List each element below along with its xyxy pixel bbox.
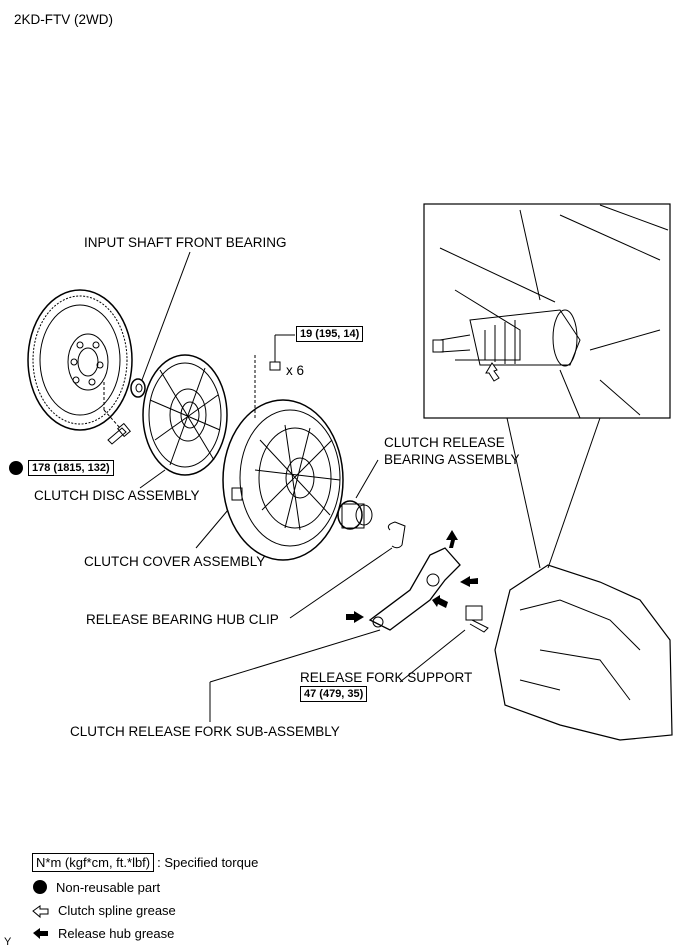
legend-torque-box: N*m (kgf*cm, ft.*lbf) <box>32 853 155 872</box>
legend-spline-grease-text: Clutch spline grease <box>58 903 176 918</box>
torque-flywheel-bolts: 178 (1815, 132) <box>28 460 114 476</box>
legend-hub-grease: Release hub grease <box>58 926 174 941</box>
cover-bolt <box>269 356 281 371</box>
legend-non-reusable-text: Non-reusable part <box>56 880 161 895</box>
clutch-cover <box>222 399 344 561</box>
label-clutch-cover-assembly: CLUTCH COVER ASSEMBLY <box>84 554 266 569</box>
label-clutch-disc-assembly: CLUTCH DISC ASSEMBLY <box>34 488 200 503</box>
clutch-disc <box>142 354 228 476</box>
legend-hub-grease-text: Release hub grease <box>58 926 175 941</box>
input-shaft-front-bearing <box>130 378 146 398</box>
label-clutch-release-bearing-1: CLUTCH RELEASE <box>384 435 505 450</box>
release-fork <box>368 547 461 631</box>
hub-grease-arrow-4 <box>346 611 364 623</box>
hub-grease-arrow-2 <box>460 576 478 587</box>
legend-spline-grease: Clutch spline grease <box>58 903 176 918</box>
label-clutch-release-bearing-2: BEARING ASSEMBLY <box>384 452 520 467</box>
flywheel <box>27 289 133 431</box>
flywheel-bolt <box>107 422 131 445</box>
legend-hub-arrow <box>33 928 48 939</box>
release-bearing <box>337 500 373 530</box>
legend-spline-arrow <box>32 905 49 919</box>
hub-grease-arrow-3 <box>432 595 448 608</box>
legend-non-reusable: Non-reusable part <box>56 880 160 895</box>
legend-torque: N*m (kgf*cm, ft.*lbf) : Specified torque <box>32 853 258 872</box>
torque-fork-support: 47 (479, 35) <box>300 686 368 702</box>
non-reusable-dot <box>9 461 23 475</box>
engine-code: 2KD-FTV (2WD) <box>14 12 113 27</box>
footer-code: Y <box>4 936 12 948</box>
legend-torque-text: : Specified torque <box>157 855 259 870</box>
label-clutch-release-fork: CLUTCH RELEASE FORK SUB-ASSEMBLY <box>70 724 340 739</box>
transmission-housing <box>494 564 673 741</box>
legend-dot <box>33 880 47 894</box>
spline-grease-arrow <box>485 362 500 382</box>
fork-support <box>465 605 489 633</box>
torque-cover-bolts: 19 (195, 14) <box>296 326 364 342</box>
label-input-shaft-front-bearing: INPUT SHAFT FRONT BEARING <box>84 235 287 250</box>
label-release-fork-support: RELEASE FORK SUPPORT <box>300 670 473 685</box>
label-release-bearing-hub-clip: RELEASE BEARING HUB CLIP <box>86 612 279 627</box>
hub-grease-arrow-1 <box>446 530 458 548</box>
label-bolt-quantity: x 6 <box>286 363 305 378</box>
inset-detail <box>423 203 671 419</box>
hub-clip <box>387 521 406 549</box>
